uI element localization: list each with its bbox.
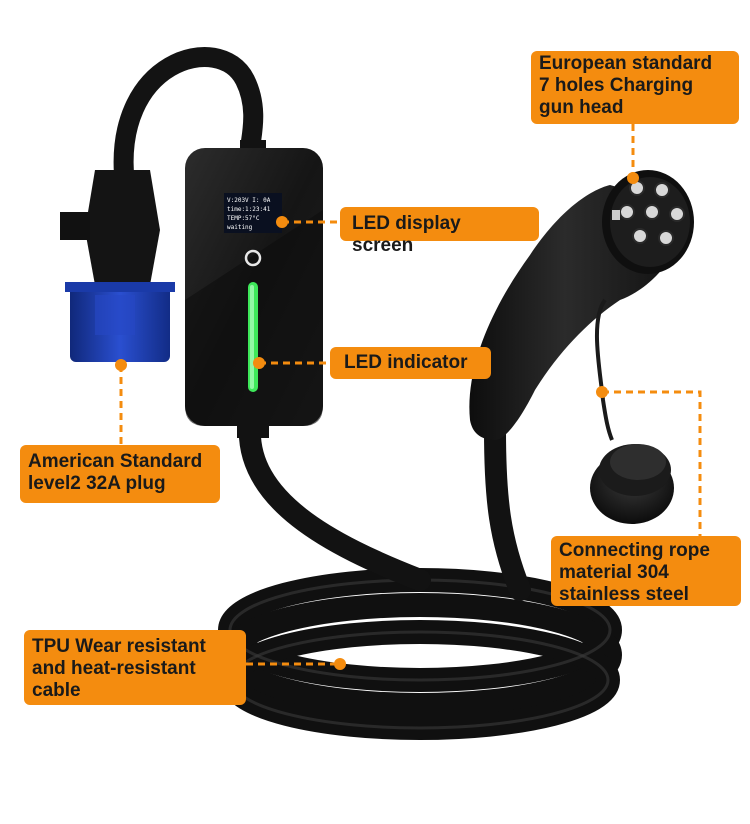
display-line-4: waiting <box>227 224 253 231</box>
protective-cap <box>590 444 674 524</box>
plug-cable <box>113 47 264 195</box>
power-button-icon <box>244 249 262 267</box>
control-box: V:203V I: 0A time:1:23:41 TEMP:57°C wait… <box>185 140 323 438</box>
connecting-rope <box>595 298 614 441</box>
label-connecting-rope: Connecting rope material 304 stainless s… <box>551 536 741 606</box>
charging-gun <box>469 170 694 440</box>
leader-dots <box>115 172 639 670</box>
leader-lines <box>119 124 702 666</box>
control-box-cable <box>238 414 431 591</box>
led-display-screen <box>224 193 282 233</box>
display-line-1: V:203V I: 0A <box>227 197 271 204</box>
label-european-gun-head: European standard 7 holes Charging gun h… <box>531 51 739 124</box>
gun-cable <box>484 419 531 601</box>
display-line-2: time:1:23:41 <box>227 206 271 213</box>
label-led-display-screen: LED display screen <box>340 207 539 256</box>
american-plug <box>60 170 175 362</box>
label-led-indicator: LED indicator <box>330 347 491 379</box>
label-tpu-cable: TPU Wear resistant and heat-resistant ca… <box>24 630 246 705</box>
label-american-plug: American Standard level2 32A plug <box>20 445 220 503</box>
display-line-3: TEMP:57°C <box>227 215 260 222</box>
